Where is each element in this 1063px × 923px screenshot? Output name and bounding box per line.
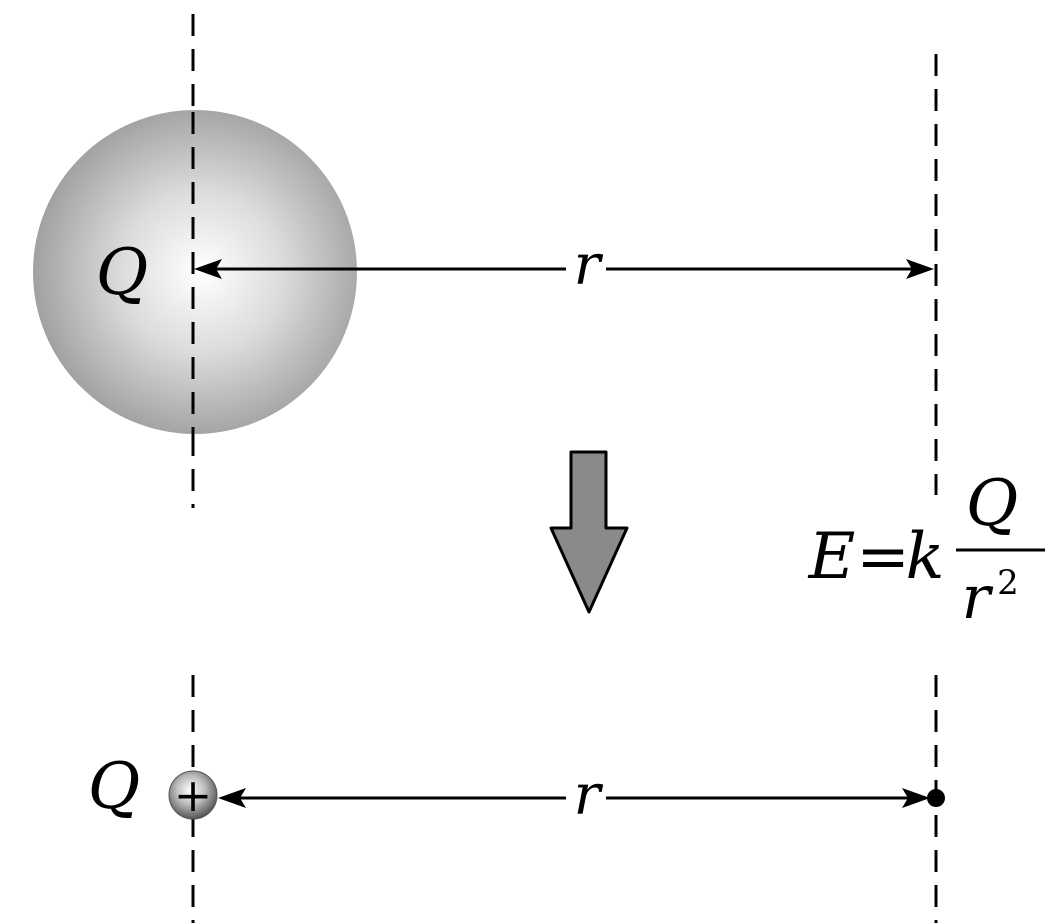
field-formula: E = k Q r 2 (808, 467, 1045, 633)
formula-equals: = (856, 520, 910, 594)
top-charge-label: Q (96, 236, 148, 310)
top-arrowhead-right (906, 259, 934, 279)
down-arrow-icon (549, 450, 629, 614)
top-distance-label: r (574, 233, 604, 298)
formula-numerator-q: Q (966, 467, 1018, 541)
formula-denominator-r: r (962, 563, 994, 633)
formula-exponent-2: 2 (997, 563, 1019, 603)
bottom-arrowhead-right (902, 788, 930, 808)
top-arrowhead-left (194, 259, 222, 279)
bottom-charge-label: Q (88, 750, 140, 824)
point-charge (168, 770, 218, 820)
field-point-dot (927, 789, 945, 807)
charged-sphere (33, 110, 357, 434)
formula-k: k (906, 520, 945, 594)
point-charge-sign-icon: + (174, 768, 213, 822)
formula-e: E (808, 520, 856, 594)
bottom-distance-label: r (574, 763, 604, 828)
bottom-arrowhead-left (218, 788, 246, 808)
